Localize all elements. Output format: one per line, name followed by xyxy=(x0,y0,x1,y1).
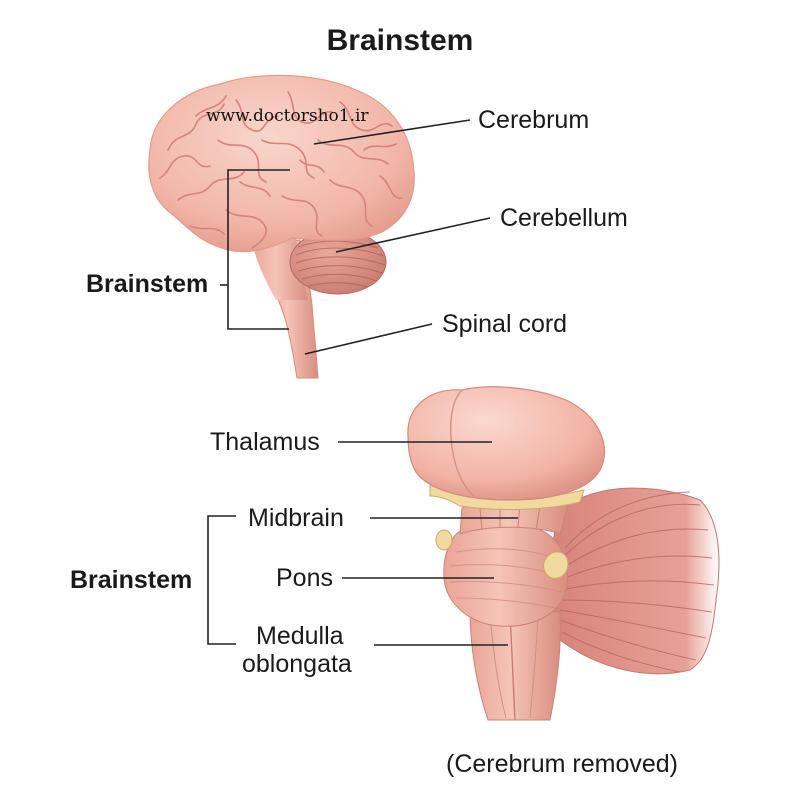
label-thalamus: Thalamus xyxy=(210,428,320,456)
leader-spinal-cord xyxy=(304,323,433,355)
watermark-text: www.doctorsho1.ir xyxy=(206,106,369,126)
label-spinal-cord: Spinal cord xyxy=(442,310,568,338)
label-medulla-line2: oblongata xyxy=(242,650,352,678)
caption-cerebrum-removed: (Cerebrum removed) xyxy=(446,750,679,778)
label-brainstem-top: Brainstem xyxy=(86,270,209,298)
medulla-shape xyxy=(469,609,561,721)
label-midbrain: Midbrain xyxy=(248,504,344,532)
bracket-brainstem-top xyxy=(227,169,290,330)
label-cerebrum: Cerebrum xyxy=(478,106,590,134)
bracket-brainstem-bottom xyxy=(207,515,236,645)
label-pons: Pons xyxy=(276,564,333,592)
label-medulla-line1: Medulla xyxy=(256,622,344,650)
leader-cerebellum xyxy=(335,217,491,253)
trigeminal-nerve-shape xyxy=(543,551,569,579)
brainstem-closeup-illustration xyxy=(407,386,720,721)
leader-cerebrum xyxy=(313,119,471,145)
thalamus-shape xyxy=(407,386,605,501)
label-brainstem-bottom: Brainstem xyxy=(70,566,193,594)
diagram-title: Brainstem xyxy=(326,24,474,57)
label-cerebellum: Cerebellum xyxy=(500,204,628,232)
cerebrum-shape xyxy=(148,74,415,253)
